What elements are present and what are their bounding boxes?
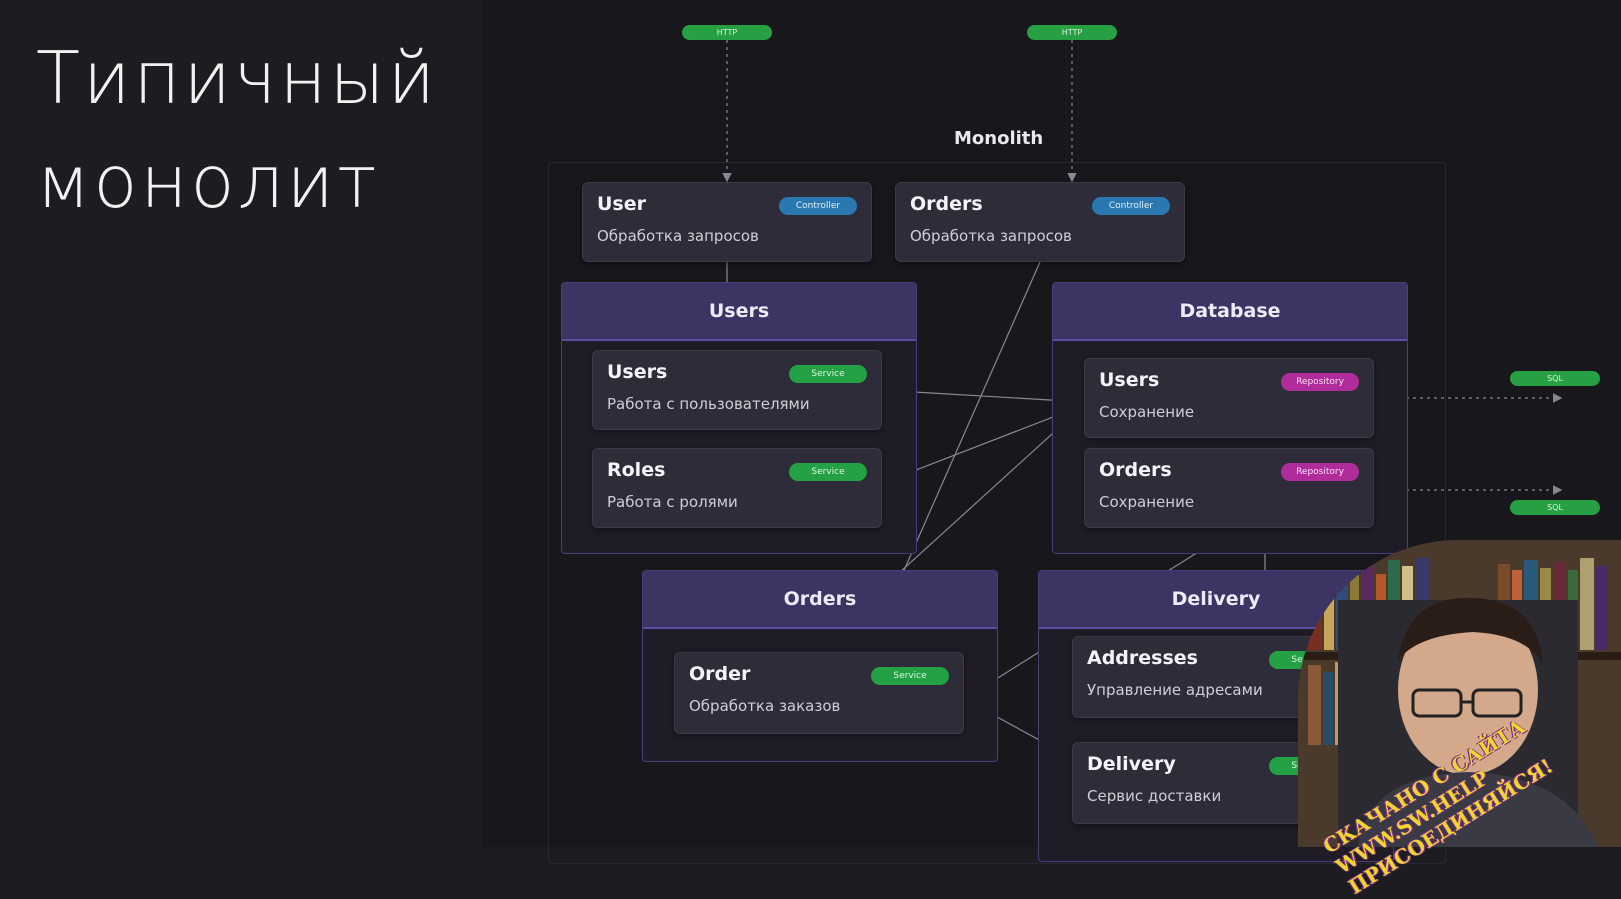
service-tag: Service bbox=[789, 463, 867, 481]
card-subtitle: Обработка заказов bbox=[689, 697, 841, 715]
card-title: Orders bbox=[910, 193, 983, 215]
repository-tag: Repository bbox=[1281, 463, 1359, 481]
users-service-card[interactable]: Users Работа с пользователями Service bbox=[592, 350, 882, 430]
card-title: Users bbox=[607, 361, 668, 383]
card-subtitle: Сервис доставки bbox=[1087, 787, 1222, 805]
http-pill-user: HTTP bbox=[682, 25, 772, 40]
users-group-title: Users bbox=[562, 283, 916, 341]
card-title: Order bbox=[689, 663, 751, 685]
slide-title-line-1: Типичный bbox=[36, 36, 439, 120]
presenter-image bbox=[1298, 540, 1621, 847]
service-tag: Service bbox=[789, 365, 867, 383]
card-subtitle: Сохранение bbox=[1099, 403, 1195, 421]
card-subtitle: Работа с ролями bbox=[607, 493, 738, 511]
card-title: User bbox=[597, 193, 646, 215]
http-pill-orders: HTTP bbox=[1027, 25, 1117, 40]
card-title: Orders bbox=[1099, 459, 1172, 481]
controller-tag: Controller bbox=[779, 197, 857, 215]
slide-title-line-2: монолит bbox=[36, 140, 380, 224]
webcam-overlay bbox=[1298, 540, 1621, 847]
users-repository-card[interactable]: Users Сохранение Repository bbox=[1084, 358, 1374, 438]
user-controller-card[interactable]: User Обработка запросов Controller bbox=[582, 182, 872, 262]
monolith-label: Monolith bbox=[954, 128, 1044, 149]
card-subtitle: Управление адресами bbox=[1087, 681, 1263, 699]
card-subtitle: Обработка запросов bbox=[597, 227, 759, 245]
orders-controller-card[interactable]: Orders Обработка запросов Controller bbox=[895, 182, 1185, 262]
sql-pill-orders: SQL bbox=[1510, 500, 1600, 515]
controller-tag: Controller bbox=[1092, 197, 1170, 215]
card-subtitle: Работа с пользователями bbox=[607, 395, 810, 413]
orders-group-title: Orders bbox=[643, 571, 997, 629]
card-title: Addresses bbox=[1087, 647, 1198, 669]
card-title: Delivery bbox=[1087, 753, 1176, 775]
card-subtitle: Сохранение bbox=[1099, 493, 1195, 511]
orders-repository-card[interactable]: Orders Сохранение Repository bbox=[1084, 448, 1374, 528]
card-title: Roles bbox=[607, 459, 666, 481]
service-tag: Service bbox=[871, 667, 949, 685]
repository-tag: Repository bbox=[1281, 373, 1359, 391]
database-group-title: Database bbox=[1053, 283, 1407, 341]
slide-title: Типичный монолит bbox=[36, 26, 438, 234]
card-subtitle: Обработка запросов bbox=[910, 227, 1072, 245]
card-title: Users bbox=[1099, 369, 1160, 391]
sql-pill-users: SQL bbox=[1510, 371, 1600, 386]
order-service-card[interactable]: Order Обработка заказов Service bbox=[674, 652, 964, 734]
roles-service-card[interactable]: Roles Работа с ролями Service bbox=[592, 448, 882, 528]
